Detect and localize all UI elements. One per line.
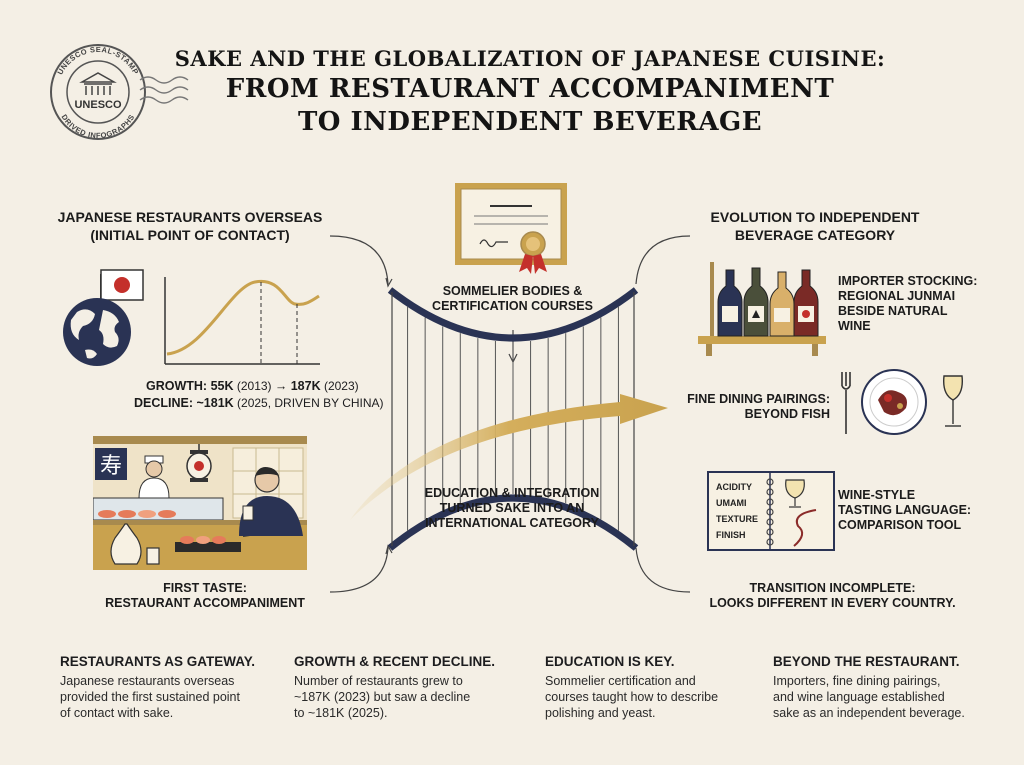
sushi-sign-kanji: 寿 — [100, 453, 122, 478]
globe-trend-illustration — [63, 269, 320, 366]
sushi-bar-scene: 寿 — [93, 436, 307, 570]
bottom-block-1: RESTAURANTS AS GATEWAY. Japanese restaur… — [60, 654, 270, 721]
fine-dining-illustration — [841, 369, 963, 435]
certification-line-2: CERTIFICATION COURSES — [432, 299, 593, 313]
unesco-stamp: UNESCO SEAL-STAMP DRIVED INFOGRAPHS UNES… — [50, 44, 189, 140]
right-heading-line-1: EVOLUTION TO INDEPENDENT — [710, 209, 920, 225]
title-line-1: SAKE AND THE GLOBALIZATION OF JAPANESE C… — [174, 46, 886, 71]
page-title: SAKE AND THE GLOBALIZATION OF JAPANESE C… — [140, 44, 920, 139]
importer-line-4: WINE — [838, 319, 871, 333]
tasting-line-2: TASTING LANGUAGE: — [838, 503, 972, 517]
tasting-notebook-illustration: ACIDITY UMAMI TEXTURE FINISH — [707, 471, 835, 551]
pairing-line-1: FINE DINING PAIRINGS: — [687, 392, 830, 406]
bottom-line-2-3: to ~181K (2025). — [294, 706, 388, 720]
bottom-heading-2: GROWTH & RECENT DECLINE. — [294, 654, 495, 669]
decline-stat: DECLINE: ~181K (2025, DRIVEN BY CHINA) — [134, 396, 384, 411]
growth-arrow: → — [274, 379, 288, 393]
wine-shelf-illustration — [698, 262, 826, 356]
trend-chart — [164, 277, 320, 365]
growth-stat: GROWTH: 55K (2013) → 187K (2023) — [146, 379, 376, 394]
bottom-heading-3: EDUCATION IS KEY. — [545, 654, 675, 669]
certificate-icon — [455, 183, 567, 274]
diner-icon — [239, 467, 303, 536]
tasting-label: WINE-STYLE TASTING LANGUAGE: COMPARISON … — [838, 488, 998, 533]
gold-arrow — [350, 394, 668, 520]
education-label: EDUCATION & INTEGRATION TURNED SAKE INTO… — [412, 486, 612, 531]
temple-icon — [79, 72, 117, 95]
decline-label: DECLINE: ~181K — [134, 396, 234, 410]
wine-bottle-icon — [743, 267, 769, 337]
first-taste-line-2: RESTAURANT ACCOMPANIMENT — [105, 596, 305, 610]
tasting-swirl — [793, 509, 817, 547]
tokkuri-bottle-icon — [110, 523, 160, 565]
bottom-line-1-2: provided the first sustained point — [60, 690, 240, 704]
fork-icon — [841, 372, 851, 434]
bottom-line-2-2: ~187K (2023) but saw a decline — [294, 690, 471, 704]
decline-note: (2025, DRIVEN BY CHINA) — [237, 396, 384, 410]
education-line-2: TURNED SAKE INTO AN — [439, 501, 585, 515]
globe-icon — [63, 298, 131, 366]
bridge-structure — [387, 287, 639, 551]
first-taste-label: FIRST TASTE: RESTAURANT ACCOMPANIMENT — [80, 581, 330, 611]
sushi-pieces — [98, 510, 176, 518]
tasting-line-3: COMPARISON TOOL — [838, 518, 962, 532]
bottom-block-2: GROWTH & RECENT DECLINE. Number of resta… — [294, 654, 504, 721]
dinner-plate-icon — [861, 369, 927, 435]
bottom-line-4-1: Importers, fine dining pairings, — [773, 674, 941, 688]
growth-value-2: 187K — [290, 379, 321, 393]
bottom-block-4: BEYOND THE RESTAURANT. Importers, fine d… — [773, 654, 1003, 721]
bottom-heading-4: BEYOND THE RESTAURANT. — [773, 654, 960, 669]
red-wine-bottle-icon — [793, 269, 819, 337]
title-line-3: TO INDEPENDENT BEVERAGE — [297, 107, 763, 137]
right-heading-line-2: BEVERAGE CATEGORY — [734, 227, 896, 243]
certification-line-1: SOMMELIER BODIES & — [442, 284, 583, 298]
bottom-block-3: EDUCATION IS KEY. Sommelier certificatio… — [545, 654, 755, 721]
importer-line-2: REGIONAL JUNMAI — [838, 289, 956, 303]
growth-year-1: (2013) — [236, 379, 272, 393]
tasting-glass-icon — [785, 479, 805, 508]
tasting-line-1: WINE-STYLE — [838, 488, 916, 502]
education-line-1: EDUCATION & INTEGRATION — [424, 486, 600, 500]
left-heading-line-1: JAPANESE RESTAURANTS OVERSEAS — [57, 209, 323, 225]
left-heading: JAPANESE RESTAURANTS OVERSEAS (INITIAL P… — [40, 208, 340, 244]
certification-label: SOMMELIER BODIES & CERTIFICATION COURSES — [420, 284, 605, 314]
importer-label: IMPORTER STOCKING: REGIONAL JUNMAI BESID… — [838, 274, 998, 334]
growth-label: GROWTH: 55K — [146, 379, 234, 393]
notebook-spiral — [766, 478, 774, 546]
importer-line-3: BESIDE NATURAL — [838, 304, 948, 318]
notebook-term-finish: FINISH — [716, 530, 746, 540]
bottom-line-3-1: Sommelier certification and — [545, 674, 696, 688]
transition-line-1: TRANSITION INCOMPLETE: — [749, 581, 916, 595]
bottom-line-3-2: courses taught how to describe — [545, 690, 719, 704]
bottom-line-2-1: Number of restaurants grew to — [294, 674, 463, 688]
first-taste-line-1: FIRST TASTE: — [163, 581, 247, 595]
stamp-center-text: UNESCO — [74, 99, 122, 111]
right-heading: EVOLUTION TO INDEPENDENT BEVERAGE CATEGO… — [680, 208, 950, 244]
education-line-3: INTERNATIONAL CATEGORY — [425, 516, 599, 530]
sushi-chef-icon — [138, 455, 170, 499]
title-line-2: FROM RESTAURANT ACCOMPANIMENT — [225, 74, 835, 104]
paper-lantern-icon — [186, 444, 212, 482]
pairing-line-2: BEYOND FISH — [744, 407, 830, 421]
sushi-sign — [95, 448, 127, 480]
transition-line-2: LOOKS DIFFERENT IN EVERY COUNTRY. — [709, 596, 956, 610]
bottom-line-1-3: of contact with sake. — [60, 706, 174, 720]
left-heading-line-2: (INITIAL POINT OF CONTACT) — [90, 227, 290, 243]
pairing-label: FINE DINING PAIRINGS: BEYOND FISH — [662, 392, 830, 422]
wine-glass-icon — [943, 375, 963, 427]
importer-line-1: IMPORTER STOCKING: — [838, 274, 978, 288]
bottom-line-4-2: and wine language established — [773, 690, 945, 704]
transition-label: TRANSITION INCOMPLETE: LOOKS DIFFERENT I… — [695, 581, 970, 611]
notebook-term-texture: TEXTURE — [716, 514, 758, 524]
sake-bottle-icon — [717, 269, 743, 337]
bottom-line-4-3: sake as an independent beverage. — [773, 706, 965, 720]
growth-year-2: (2023) — [323, 379, 359, 393]
junmai-bottle-icon — [769, 271, 795, 337]
bottom-line-1-1: Japanese restaurants overseas — [60, 674, 235, 688]
notebook-term-acidity: ACIDITY — [716, 482, 752, 492]
bottom-heading-1: RESTAURANTS AS GATEWAY. — [60, 654, 256, 669]
bottom-line-3-3: polishing and yeast. — [545, 706, 656, 720]
notebook-term-umami: UMAMI — [716, 498, 747, 508]
